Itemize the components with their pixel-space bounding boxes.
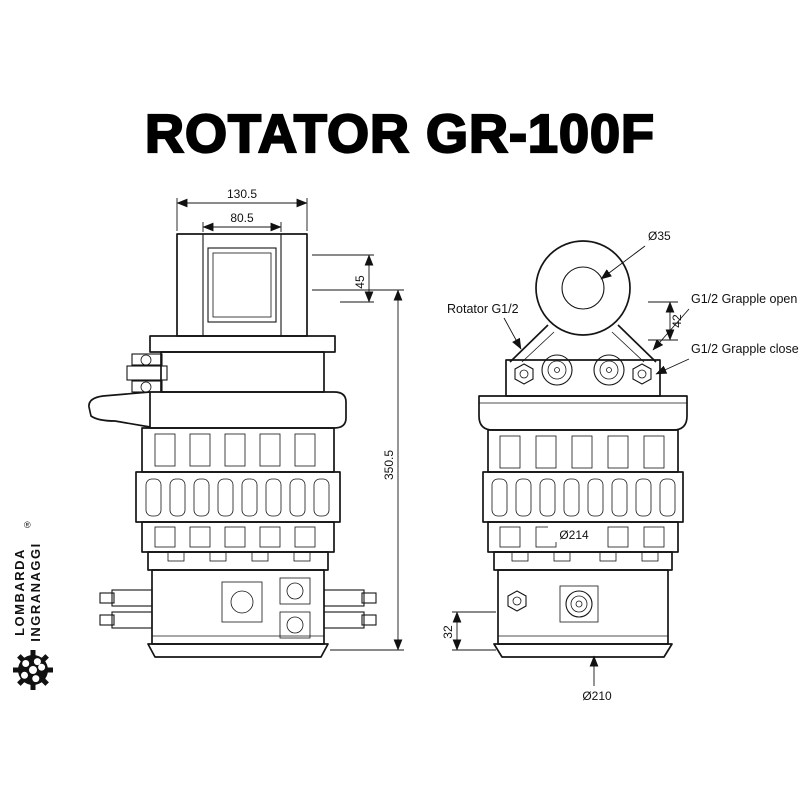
brand-line1: LOMBARDA (12, 548, 27, 636)
port-plate (505, 354, 661, 397)
dim-text-45: 45 (353, 275, 367, 289)
dim-inner-width: 80.5 (202, 211, 282, 232)
front-upper-band (487, 429, 679, 473)
housing-ribbed-band (135, 471, 341, 523)
housing-lower-band (141, 521, 335, 553)
housing-upper-band (141, 427, 335, 473)
front-lower-flange (493, 551, 673, 571)
front-ribbed-band (482, 471, 684, 523)
dim-text-80-5: 80.5 (230, 211, 254, 225)
upper-flange (149, 335, 336, 393)
front-lower-band: Ø214 (487, 521, 679, 553)
front-base-block (493, 569, 673, 658)
front-flange (478, 395, 688, 431)
dim-clevis-height: 45 (312, 254, 374, 303)
label-grapple-close: G1/2 Grapple close (655, 342, 799, 375)
dim-outer-width: 130.5 (176, 187, 308, 231)
label-rotator-port: Rotator G1/2 (447, 302, 522, 350)
gear-icon (13, 650, 53, 690)
dim-base-height: 32 (441, 611, 496, 651)
dim-port-spacing: 42 (648, 301, 684, 341)
grapple-close-label: G1/2 Grapple close (691, 342, 799, 356)
brand-line2: INGRANAGGI (28, 542, 43, 642)
dim-text-32: 32 (441, 625, 455, 639)
dim-text-350-5: 350.5 (382, 450, 396, 480)
dim-text-214: Ø214 (559, 528, 589, 542)
grapple-open-label: G1/2 Grapple open (691, 292, 797, 306)
dim-text-42: 42 (670, 314, 684, 328)
dim-text-130-5: 130.5 (227, 187, 257, 201)
dim-base-diameter: Ø210 (582, 655, 612, 703)
lower-flange (147, 551, 329, 571)
dim-total-height: 350.5 (312, 289, 404, 651)
flange-with-hook (88, 391, 347, 429)
clevis-bracket (176, 233, 308, 337)
rotator-port-label: Rotator G1/2 (447, 302, 519, 316)
front-view: Ø214 Rotator G1/2 G1/2 Grap (441, 229, 799, 703)
registered-mark: ® (24, 520, 31, 530)
bracket-gussets (509, 324, 657, 363)
page-title: ROTATOR GR-100F (145, 104, 655, 164)
dim-text-35: Ø35 (648, 229, 671, 243)
dim-eye-hole: Ø35 (600, 229, 671, 280)
eye-boss (535, 240, 631, 336)
dim-text-210: Ø210 (582, 689, 612, 703)
brand-logo: ® LOMBARDA INGRANAGGI (12, 520, 53, 690)
base-block (99, 569, 377, 658)
side-view: 130.5 80.5 45 350.5 (88, 187, 404, 658)
